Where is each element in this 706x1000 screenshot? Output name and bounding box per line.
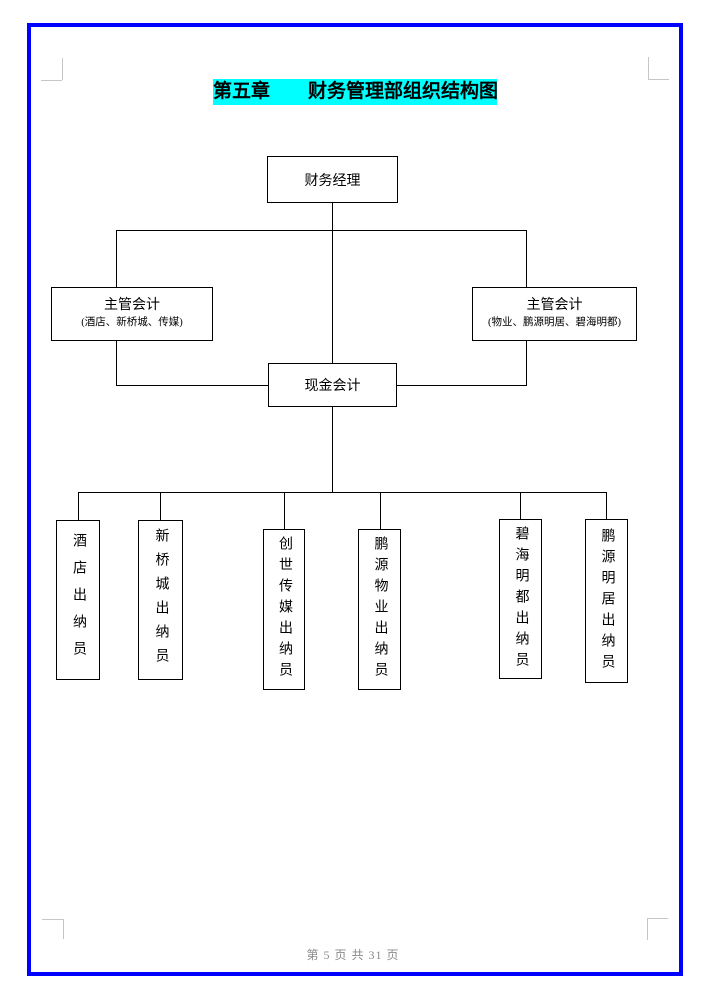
margin-mark-top-left-v: [62, 58, 63, 80]
org-box-cashier-xinqiaocheng: 新桥城出纳员: [138, 520, 183, 680]
org-box-cashier-chuangshi-media: 创世传媒出纳员: [263, 529, 305, 690]
margin-mark-bottom-left-v: [63, 919, 64, 939]
connector-cashier-1: [78, 492, 79, 520]
connector-left-supervisor-down: [116, 230, 117, 287]
org-box-cash-accountant-label: 现金会计: [304, 379, 361, 394]
connector-top-rail: [116, 230, 527, 231]
org-box-cash-accountant: 现金会计: [268, 363, 397, 407]
margin-mark-top-left-h: [41, 80, 62, 81]
page-footer: 第 5 页 共 31 页: [306, 948, 400, 962]
connector-cashier-5: [520, 492, 521, 519]
org-box-cashier-bihai-mingdu: 碧海明都出纳员: [499, 519, 542, 679]
org-box-supervisor-accountant-left: 主管会计 (酒店、新桥城、传媒): [51, 287, 213, 341]
connector-right-supervisor-down: [526, 230, 527, 287]
org-box-supervisor-left-title: 主管会计: [104, 298, 160, 314]
connector-cashier-2: [160, 492, 161, 520]
connector-root-down: [332, 203, 333, 363]
org-box-supervisor-right-title: 主管会计: [526, 298, 583, 314]
margin-mark-top-right-v: [648, 57, 649, 79]
org-box-supervisor-right-subtitle: (物业、鹏源明居、碧海明都): [488, 317, 621, 329]
margin-mark-bottom-left-h: [42, 919, 63, 920]
connector-left-elbow-h: [116, 385, 268, 386]
connector-cashier-4: [380, 492, 381, 529]
org-box-finance-manager-label: 财务经理: [304, 173, 361, 189]
connector-cashier-6: [606, 492, 607, 519]
connector-cash-down: [332, 407, 333, 492]
connector-right-elbow-h: [397, 385, 527, 386]
org-box-finance-manager: 财务经理: [267, 156, 398, 203]
margin-mark-bottom-right-h: [647, 918, 668, 919]
connector-right-elbow-v: [526, 341, 527, 386]
org-box-cashier-pengyuan-mingju: 鹏源明居出纳员: [585, 519, 628, 683]
page-title: 第五章 财务管理部组织结构图: [213, 79, 498, 105]
margin-mark-bottom-right-v: [647, 918, 648, 940]
org-box-cashier-hotel: 酒店出纳员: [56, 520, 100, 680]
connector-bottom-rail: [78, 492, 607, 493]
connector-left-elbow-v: [116, 341, 117, 386]
org-box-supervisor-accountant-right: 主管会计 (物业、鹏源明居、碧海明都): [472, 287, 637, 341]
connector-cashier-3: [284, 492, 285, 529]
org-box-cashier-pengyuan-property: 鹏源物业出纳员: [358, 529, 401, 690]
margin-mark-top-right-h: [648, 79, 669, 80]
org-box-supervisor-left-subtitle: (酒店、新桥城、传媒): [81, 317, 183, 329]
